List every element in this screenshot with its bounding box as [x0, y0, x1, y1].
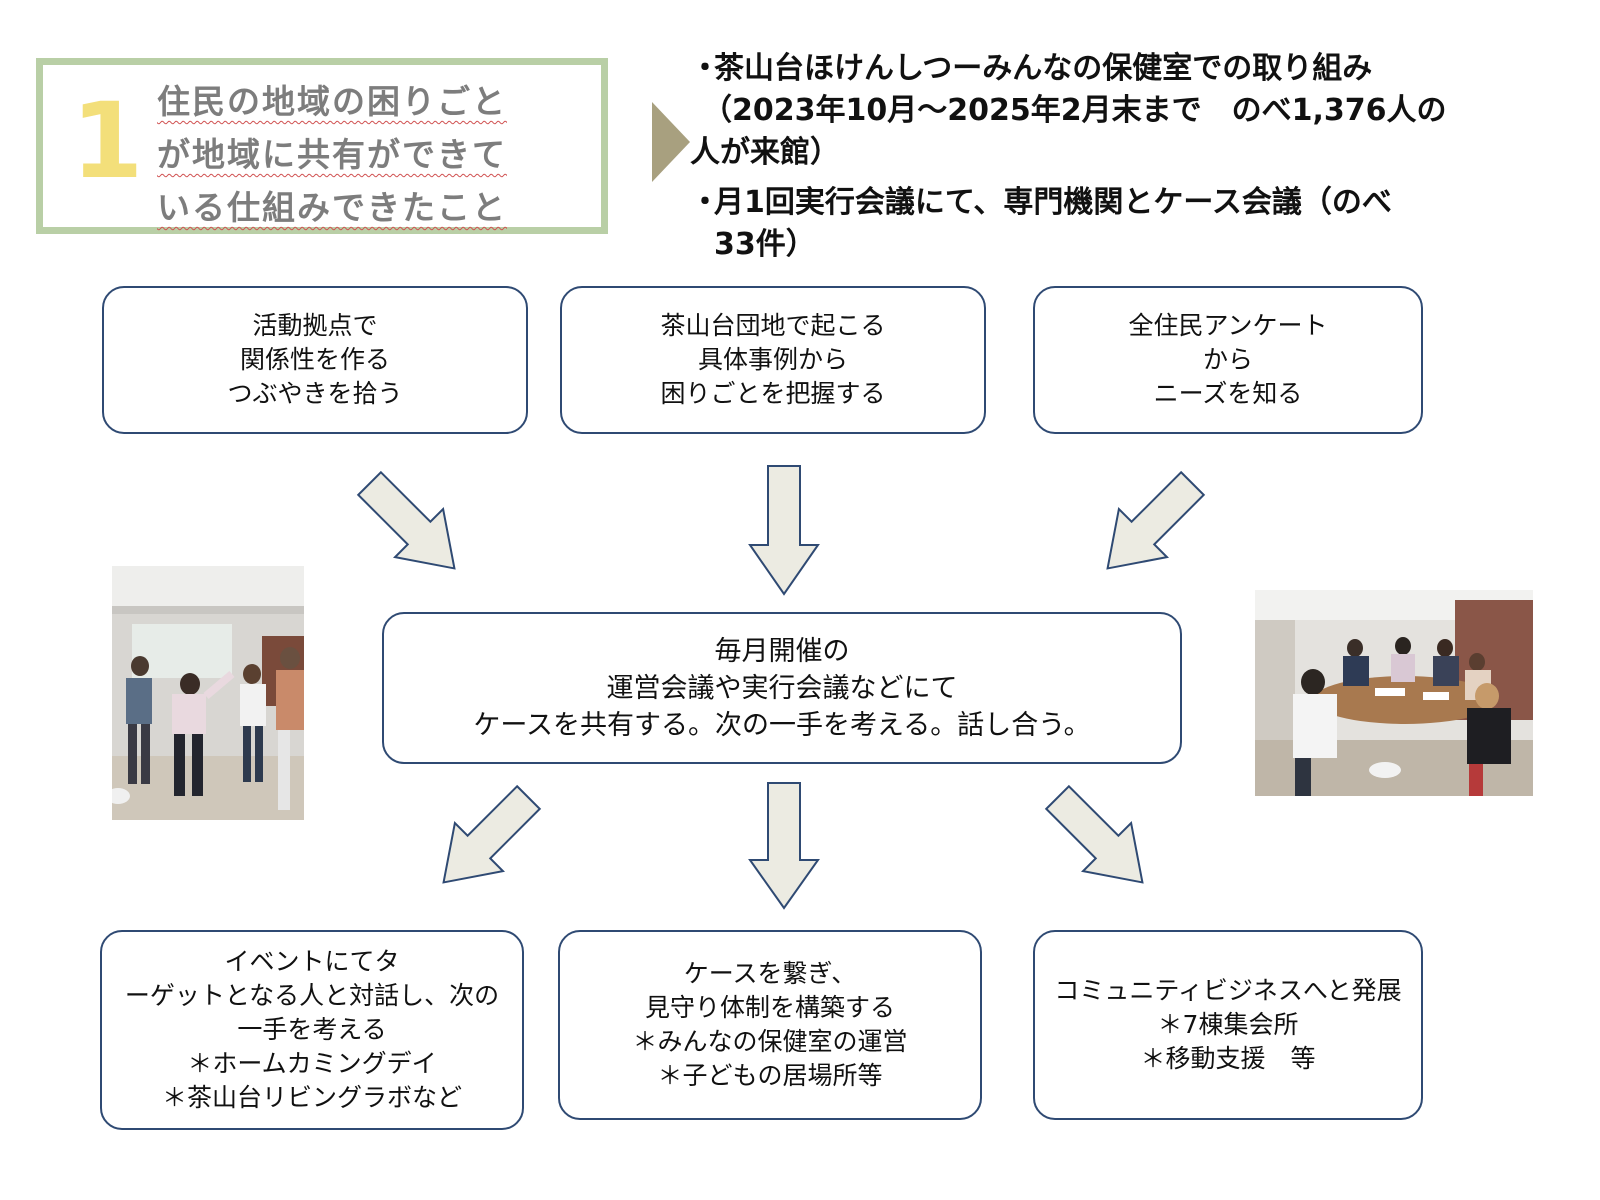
- flow-box-activity-base: 活動拠点で 関係性を作る つぶやきを拾う: [102, 286, 528, 434]
- arrow-down-left-icon: [442, 784, 542, 884]
- section-title-line: いる仕組みできたこと: [157, 188, 507, 227]
- flow-box-case-examples: 茶山台団地で起こる 具体事例から 困りごとを把握する: [560, 286, 986, 434]
- section-title: 住民の地域の困りごと が地域に共有ができて いる仕組みできたこと: [157, 75, 507, 234]
- exercise-class-photo: [112, 566, 304, 820]
- meeting-photo: [1255, 590, 1533, 796]
- bullet-line: 月1回実行会議にて、専門機関とケース会議（のべ: [714, 185, 1392, 220]
- arrow-down-icon: [748, 465, 820, 596]
- bullet-list: ・ 茶山台ほけんしつーみんなの保健室での取り組み （2023年10月～2025年…: [690, 48, 1570, 266]
- box-text-line: ケースを共有する。次の一手を考える。話し合う。: [473, 709, 1091, 741]
- box-text-line: 毎月開催の: [714, 635, 850, 667]
- section-title-line: が地域に共有ができて: [157, 135, 507, 174]
- bullet-marker: ・: [690, 185, 720, 220]
- bullet-item: ・ 茶山台ほけんしつーみんなの保健室での取り組み （2023年10月～2025年…: [690, 48, 1570, 174]
- box-text-line: から: [1202, 345, 1253, 374]
- box-text-line: 具体事例から: [697, 345, 848, 374]
- flow-box-watch-system: ケースを繋ぎ、 見守り体制を構築する ＊みんなの保健室の運営 ＊子どもの居場所等: [558, 930, 982, 1120]
- arrow-down-right-icon: [356, 470, 456, 570]
- box-text-line: 運営会議や実行会議などにて: [606, 672, 958, 704]
- box-text-line: ＊移動支援 等: [1140, 1044, 1316, 1073]
- box-text-line: 見守り体制を構築する: [644, 993, 895, 1022]
- box-text-line: ＊7棟集会所: [1157, 1010, 1299, 1039]
- bullet-line: 茶山台ほけんしつーみんなの保健室での取り組み: [714, 51, 1373, 86]
- box-text-line: 活動拠点で: [252, 311, 378, 340]
- box-text-line: 全住民アンケート: [1128, 311, 1328, 340]
- box-text-line: ＊茶山台リビングラボなど: [161, 1083, 462, 1112]
- bullet-item: ・ 月1回実行会議にて、専門機関とケース会議（のべ 33件）: [690, 182, 1570, 266]
- box-text-line: ニーズを知る: [1153, 379, 1303, 408]
- arrow-down-icon: [748, 782, 820, 910]
- box-text-line: 一手を考える: [237, 1015, 387, 1044]
- bullet-line: （2023年10月～2025年2月末まで のべ1,376人の: [702, 93, 1447, 128]
- box-text-line: 茶山台団地で起こる: [660, 311, 886, 340]
- box-text-line: コミュニティビジネスへと発展: [1054, 976, 1402, 1005]
- bullet-line: 33件）: [714, 227, 816, 262]
- box-text-line: ーゲットとなる人と対話し、次の: [124, 981, 500, 1010]
- flow-box-events: イベントにてタ ーゲットとなる人と対話し、次の 一手を考える ＊ホームカミングデ…: [100, 930, 524, 1130]
- arrow-down-right-icon: [1044, 784, 1144, 884]
- section-number: 1: [71, 80, 144, 202]
- box-text-line: ＊ホームカミングデイ: [187, 1049, 437, 1078]
- box-text-line: ＊みんなの保健室の運営: [632, 1027, 908, 1056]
- arrow-down-left-icon: [1106, 470, 1206, 570]
- section-title-box: 1 住民の地域の困りごと が地域に共有ができて いる仕組みできたこと: [36, 58, 608, 234]
- flow-box-community-business: コミュニティビジネスへと発展 ＊7棟集会所 ＊移動支援 等: [1033, 930, 1423, 1120]
- flow-box-resident-survey: 全住民アンケート から ニーズを知る: [1033, 286, 1423, 434]
- section-title-line: 住民の地域の困りごと: [157, 82, 507, 121]
- pointer-triangle-icon: [652, 102, 690, 182]
- bullet-marker: ・: [690, 51, 720, 86]
- flow-box-monthly-meeting: 毎月開催の 運営会議や実行会議などにて ケースを共有する。次の一手を考える。話し…: [382, 612, 1182, 764]
- box-text-line: 困りごとを把握する: [660, 379, 886, 408]
- box-text-line: イベントにてタ: [224, 947, 400, 976]
- box-text-line: 関係性を作る: [239, 345, 390, 374]
- box-text-line: ＊子どもの居場所等: [657, 1061, 883, 1090]
- bullet-line: 人が来館）: [690, 135, 840, 170]
- box-text-line: つぶやきを拾う: [227, 379, 403, 408]
- box-text-line: ケースを繋ぎ、: [683, 959, 857, 988]
